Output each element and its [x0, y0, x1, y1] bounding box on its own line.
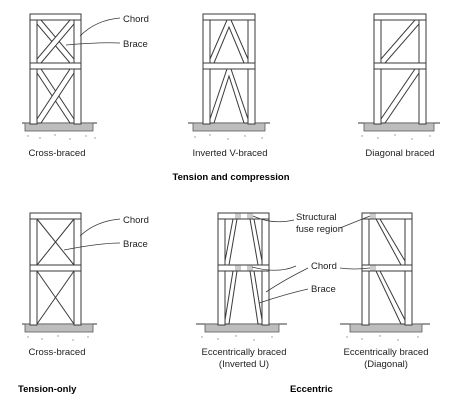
beam-middle [361, 264, 413, 272]
label-chord: Chord [311, 261, 337, 272]
title-tension-only: Tension-only [18, 384, 77, 395]
label-chord: Chord [123, 215, 149, 226]
footing [192, 122, 266, 132]
fuse-region-hatch [370, 213, 376, 271]
frame-cross-braced-bottom [22, 212, 121, 341]
beam-top [202, 13, 256, 21]
label-structural: Structural [296, 212, 337, 223]
frame-eccentric-inverted-u [196, 212, 309, 341]
beam-top [361, 212, 413, 220]
beam-top [29, 212, 82, 220]
label-brace: Brace [123, 39, 148, 50]
brace [36, 19, 75, 64]
beam-middle [29, 62, 82, 70]
frame-cross-braced-top [22, 13, 121, 140]
beam-middle [202, 62, 256, 70]
label-chord: Chord [123, 14, 149, 25]
soil-dots [194, 134, 263, 140]
soil-dots [27, 134, 96, 140]
soil-dots [346, 335, 419, 341]
beam-top [373, 13, 427, 21]
beam-top [217, 212, 270, 220]
brace [375, 270, 406, 325]
soil-dots [27, 335, 89, 341]
soil-dots [201, 335, 273, 341]
fuse-region-hatch [235, 213, 253, 271]
caption-eccentric-diagonal-line2: (Diagonal) [364, 359, 408, 370]
title-eccentric: Eccentric [290, 384, 333, 395]
label-brace: Brace [311, 284, 336, 295]
beam-top [29, 13, 82, 21]
leader-fuse-region [252, 215, 295, 223]
leader-chord [79, 17, 121, 37]
title-tension-and-compression: Tension and compression [172, 172, 289, 183]
brace [36, 68, 75, 124]
footing [24, 122, 94, 132]
brace [249, 270, 263, 325]
caption-inverted-v-braced: Inverted V-braced [193, 148, 268, 159]
brace [36, 218, 75, 266]
beam-middle [373, 62, 427, 70]
caption-eccentric-diagonal-line1: Eccentrically braced [343, 347, 428, 358]
soil-dots [361, 134, 431, 140]
footing [363, 122, 435, 132]
caption-cross-braced-top: Cross-braced [28, 148, 85, 159]
leader-fuse-region [339, 215, 371, 229]
brace [224, 270, 238, 325]
leader-brace [63, 242, 121, 251]
leader-brace [258, 288, 309, 304]
brace [209, 19, 249, 64]
beam-middle [217, 264, 270, 272]
leader-chord [79, 218, 121, 237]
leader-fuse-region [339, 267, 371, 270]
footing [349, 323, 423, 333]
caption-cross-braced-bottom: Cross-braced [28, 347, 85, 358]
footing [204, 323, 280, 333]
brace [209, 68, 249, 124]
label-fuse-region: fuse region [296, 224, 343, 235]
footing [24, 323, 94, 333]
brace [249, 218, 263, 266]
beam-middle [29, 264, 82, 272]
frame-inverted-v-braced [188, 13, 270, 140]
brace [36, 270, 75, 325]
brace [380, 19, 420, 64]
label-brace: Brace [123, 239, 148, 250]
brace [375, 218, 406, 266]
frame-eccentric-diagonal [339, 212, 430, 341]
leader-fuse-region [251, 265, 297, 271]
caption-diagonal-braced: Diagonal braced [365, 148, 434, 159]
caption-eccentric-inverted-u-line1: Eccentrically braced [201, 347, 286, 358]
brace [380, 68, 420, 124]
leader-chord [265, 267, 309, 293]
frame-diagonal-braced [358, 13, 440, 140]
leader-brace [65, 42, 121, 46]
caption-eccentric-inverted-u-line2: (Inverted U) [219, 359, 269, 370]
brace [224, 218, 238, 266]
